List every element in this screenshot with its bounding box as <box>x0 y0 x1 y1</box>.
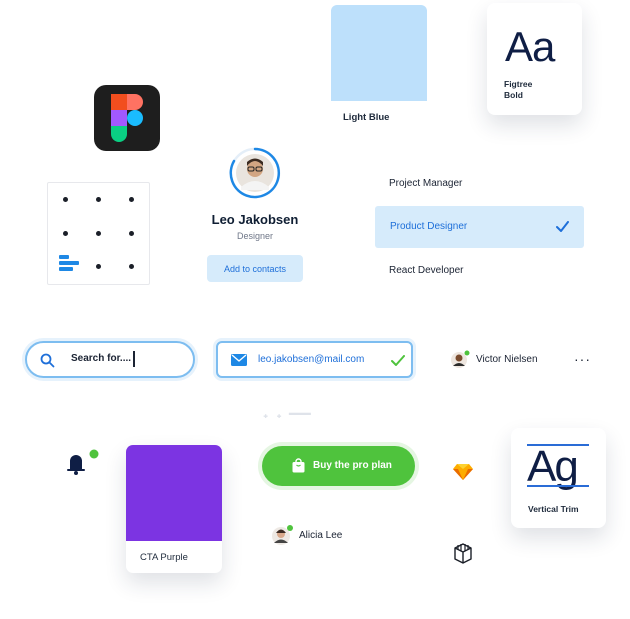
role-option-product-designer[interactable]: Product Designer <box>375 206 584 248</box>
grid-dot <box>63 197 68 202</box>
vertical-trim-sample: Ag <box>527 442 579 491</box>
profile-name: Leo Jakobsen <box>211 212 299 227</box>
decorative-scribble: ˖ ˖ — <box>262 400 311 425</box>
add-to-contacts-button[interactable]: Add to contacts <box>207 255 303 282</box>
purple-fill <box>126 445 222 541</box>
grid-dot <box>96 264 101 269</box>
user-name-victor[interactable]: Victor Nielsen <box>476 354 538 365</box>
check-icon <box>391 355 405 366</box>
typeface-card: Aa Figtree Bold <box>487 3 582 115</box>
role-option-react-developer[interactable]: React Developer <box>389 265 464 276</box>
bell-icon[interactable] <box>62 448 102 481</box>
search-input-value: Search for.... <box>71 353 132 364</box>
victor-avatar[interactable] <box>451 350 470 368</box>
grid-dot <box>129 231 134 236</box>
trim-line-top <box>527 444 589 446</box>
search-icon <box>40 353 55 368</box>
vertical-trim-label: Vertical Trim <box>528 504 579 514</box>
profile-role: Designer <box>236 231 274 241</box>
vertical-trim-card: Ag Vertical Trim <box>511 428 606 528</box>
email-field[interactable]: leo.jakobsen@mail.com <box>216 341 413 378</box>
more-icon[interactable]: ··· <box>574 351 591 367</box>
grid-dot <box>129 197 134 202</box>
cta-purple-label: CTA Purple <box>140 552 188 563</box>
user-name-alicia[interactable]: Alicia Lee <box>299 530 343 541</box>
grid-layout-card <box>47 182 150 285</box>
search-input[interactable]: Search for.... <box>25 341 195 378</box>
grid-dot <box>63 231 68 236</box>
trim-line-bottom <box>527 485 589 487</box>
light-blue-swatch <box>331 5 427 101</box>
buy-pro-plan-button[interactable]: Buy the pro plan <box>262 446 415 486</box>
role-option-label: Product Designer <box>390 221 468 232</box>
check-icon <box>556 221 569 232</box>
typeface-weight: Bold <box>504 90 523 100</box>
shopping-bag-icon <box>292 458 305 473</box>
typeface-name: Figtree Bold <box>504 79 532 101</box>
cta-purple-swatch: CTA Purple <box>126 445 222 573</box>
buy-button-label: Buy the pro plan <box>313 460 392 471</box>
grid-dot <box>129 264 134 269</box>
avatar[interactable] <box>229 147 281 199</box>
figma-icon[interactable] <box>94 85 160 151</box>
email-value: leo.jakobsen@mail.com <box>258 354 365 365</box>
box-icon[interactable] <box>453 542 473 569</box>
typeface-sample: Aa <box>505 23 555 70</box>
role-option-project-manager[interactable]: Project Manager <box>389 178 463 189</box>
grid-dot <box>96 231 101 236</box>
typeface-family: Figtree <box>504 79 533 89</box>
sketch-icon[interactable] <box>453 463 473 486</box>
text-caret <box>133 351 135 367</box>
mail-icon <box>231 354 247 366</box>
alicia-avatar[interactable] <box>271 524 295 551</box>
light-blue-label: Light Blue <box>343 112 390 123</box>
grid-dot <box>96 197 101 202</box>
